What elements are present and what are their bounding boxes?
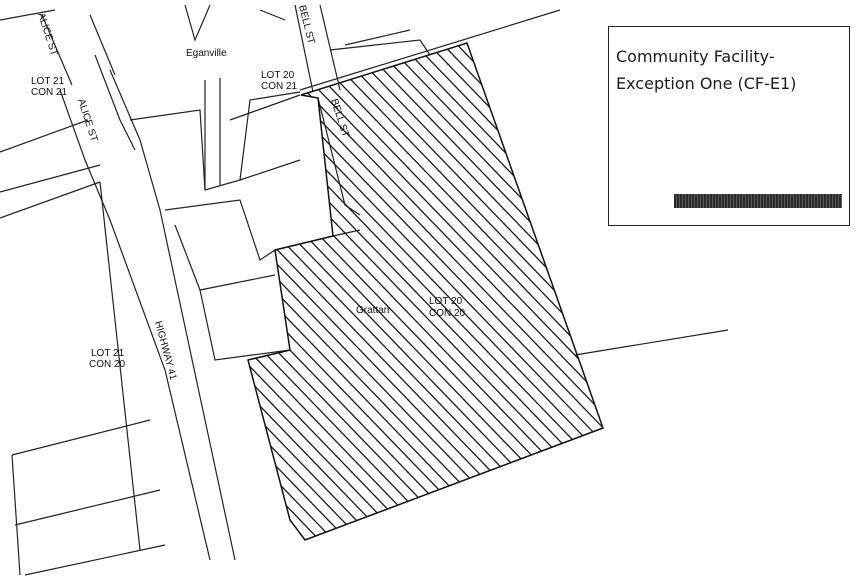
hatch-line [248,43,527,540]
hatch-line [259,43,603,540]
hatch-line [248,43,471,540]
lot21-con21-line2: CON 21 [31,87,68,98]
lot20-con20-line1: LOT 20 [429,296,463,307]
place-labels: Eganville Grattan [186,48,389,316]
hatch-line [248,43,485,540]
lot21-con20-line2: CON 20 [89,359,126,370]
eganville-label: Eganville [186,48,227,59]
lot-labels: LOT 21 CON 21 LOT 20 CON 21 LOT 20 CON 2… [31,70,466,370]
alice-st-north-label: ALICE ST [35,12,59,58]
legend-title-line1: Community Facility- [616,47,775,66]
hatch-line [248,43,387,540]
hatch-line [357,43,603,540]
hatch-line [248,43,429,540]
hatch-line [0,0,162,580]
hatch-line [248,43,415,540]
lot20-con21-line1: LOT 20 [261,70,295,81]
legend-swatch [674,194,842,208]
hatch-line [248,43,603,540]
hatch-line [385,43,603,540]
hatch-line [248,43,443,540]
hatch-line [248,43,401,540]
hatch-line [248,43,457,540]
hatch-line [248,43,513,540]
hatch-line [0,0,148,580]
hatch-line [343,43,603,540]
lot20-con20-line2: CON 20 [429,308,466,319]
legend-title: Community Facility- Exception One (CF-E1… [616,43,846,97]
parcel-lines [0,4,729,576]
lot20-con21-line2: CON 21 [261,81,298,92]
hatch-line [0,0,190,580]
alice-st-south-label: ALICE ST [75,98,99,144]
hatch-line [248,43,603,540]
hatch-line [329,43,603,540]
legend: Community Facility- Exception One (CF-E1… [608,26,850,226]
hatch-line [371,43,603,540]
hatch-line [248,43,499,540]
lot21-con21-line1: LOT 21 [31,76,65,87]
legend-title-line2: Exception One (CF-E1) [616,74,797,93]
lot21-con20-line1: LOT 21 [91,348,125,359]
hatch-line [248,43,603,540]
street-labels: ALICE ST ALICE ST BELL ST BELL ST HIGHWA… [35,4,351,381]
grattan-label: Grattan [356,305,389,316]
